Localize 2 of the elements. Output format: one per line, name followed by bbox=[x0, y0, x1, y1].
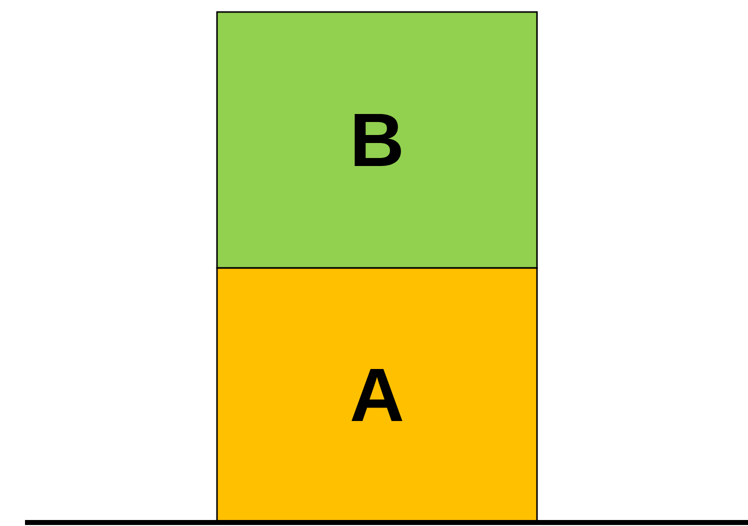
stacked-box: A bbox=[216, 267, 538, 523]
stacked-box: B bbox=[216, 11, 538, 269]
